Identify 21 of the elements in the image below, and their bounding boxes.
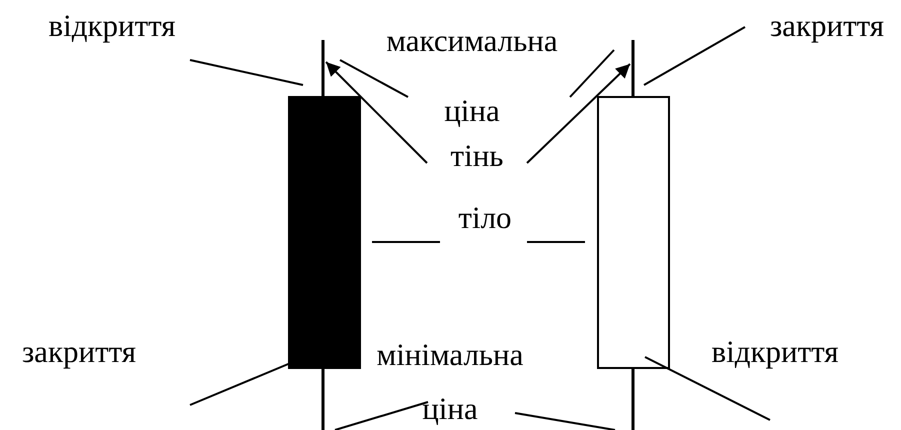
- leader-line: [527, 241, 585, 243]
- leader-line: [340, 59, 408, 98]
- candle-body: [288, 96, 361, 369]
- candle-wick: [632, 368, 634, 430]
- callout-label: закриття: [4, 334, 154, 370]
- leader-line: [372, 241, 440, 243]
- callout-label: відкриття: [690, 334, 860, 370]
- leader-line: [644, 356, 770, 421]
- leader-line: [334, 401, 428, 430]
- leader-line: [514, 412, 616, 430]
- callout-label: закриття: [752, 8, 901, 44]
- candle-wick: [632, 40, 634, 97]
- callout-label: мінімальна ціна: [345, 328, 555, 430]
- candle-body: [597, 96, 670, 369]
- arrow: [526, 63, 631, 164]
- callout-label: тіло: [440, 200, 530, 236]
- arrow: [325, 61, 428, 164]
- candle-wick: [322, 368, 324, 430]
- leader-line: [569, 49, 615, 98]
- candle-wick: [322, 40, 324, 97]
- callout-label: відкриття: [12, 8, 212, 44]
